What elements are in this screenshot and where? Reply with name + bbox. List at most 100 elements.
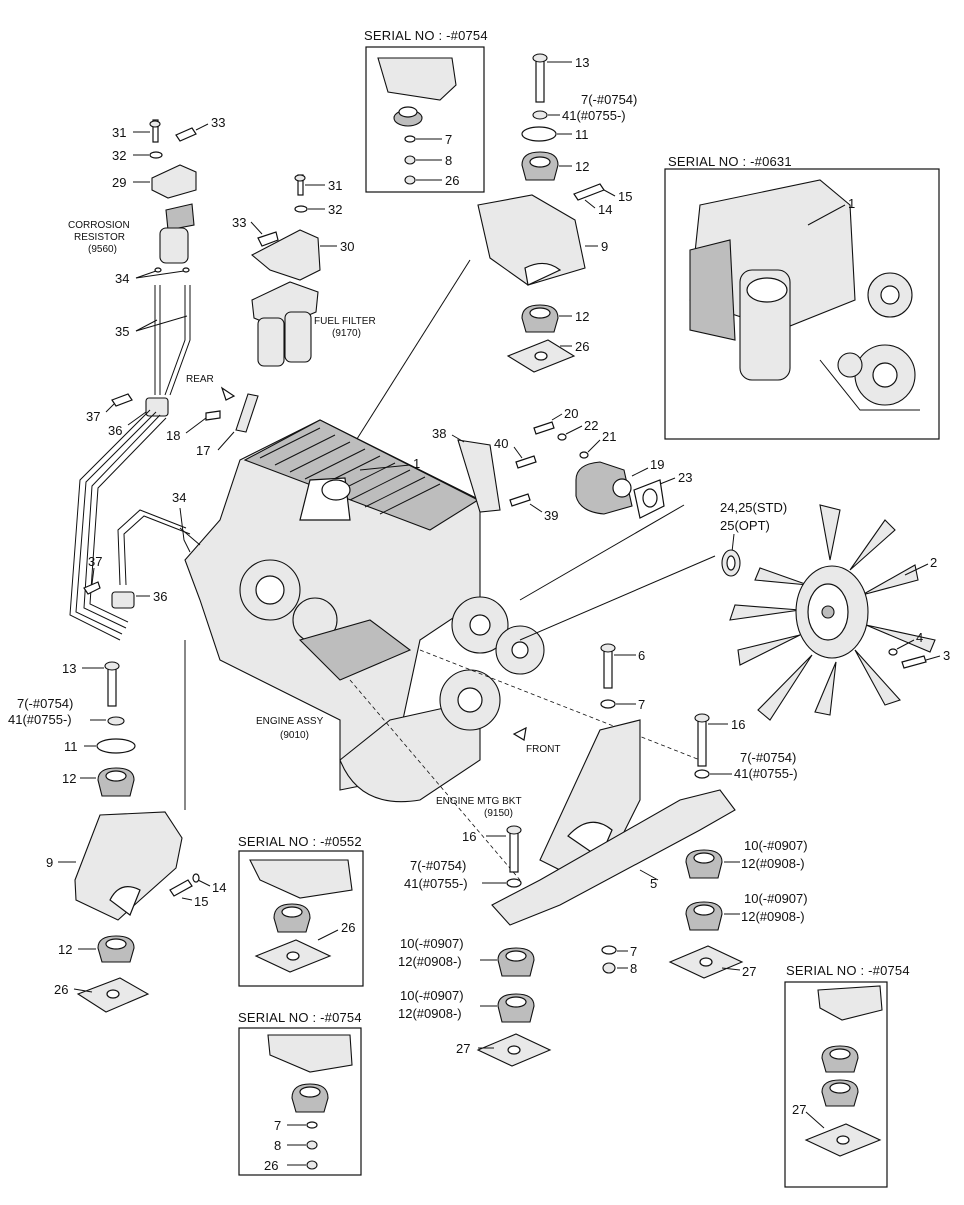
svg-text:27: 27 — [742, 964, 756, 979]
svg-text:31: 31 — [328, 178, 342, 193]
engine-assembly: 1 ENGINE ASSY (9010) 34 37 36 — [83, 419, 545, 810]
mount-bracket-9-left — [74, 811, 183, 921]
front-mount-stack: 13 7(-#0754) 41(#0755-) 11 12 15 14 9 12… — [349, 53, 637, 451]
corrosion-resistor-group: 31 32 33 29 CORROSION RESISTOR (9560) 34… — [68, 115, 225, 641]
svg-text:8: 8 — [445, 153, 452, 168]
svg-text:17: 17 — [196, 443, 210, 458]
svg-text:31: 31 — [112, 125, 126, 140]
svg-text:24,25(STD): 24,25(STD) — [720, 500, 787, 515]
arrow-rear-icon — [220, 386, 236, 401]
svg-text:7(-#0754): 7(-#0754) — [17, 696, 73, 711]
svg-text:9: 9 — [601, 239, 608, 254]
svg-text:40: 40 — [494, 436, 508, 451]
svg-text:23: 23 — [678, 470, 692, 485]
svg-text:25(OPT): 25(OPT) — [720, 518, 770, 533]
svg-text:2: 2 — [930, 555, 937, 570]
front-indicator: FRONT — [349, 649, 701, 881]
svg-text:26: 26 — [264, 1158, 278, 1173]
svg-text:41(#0755-): 41(#0755-) — [562, 108, 626, 123]
svg-text:32: 32 — [112, 148, 126, 163]
rear-indicator: REAR 17 18 — [166, 374, 259, 458]
engine-mtg-bkt-group: ENGINE MTG BKT (9150) 6 7 5 16 7(-#0754)… — [398, 643, 808, 1067]
svg-text:34: 34 — [115, 271, 129, 286]
svg-text:29: 29 — [112, 175, 126, 190]
svg-text:39: 39 — [544, 508, 558, 523]
svg-text:(9150): (9150) — [484, 808, 513, 819]
rear-left-mount-stack: 13 7(-#0754) 41(#0755-) 11 12 9 15 14 12… — [8, 661, 226, 1013]
fan-blades — [729, 504, 936, 721]
arrow-front-icon — [512, 726, 527, 741]
svg-text:15: 15 — [194, 894, 208, 909]
svg-text:41(#0755-): 41(#0755-) — [8, 712, 72, 727]
svg-text:4: 4 — [916, 630, 923, 645]
serial-box-top: SERIAL NO : -#0754 7 8 26 — [364, 28, 488, 193]
svg-text:1: 1 — [848, 196, 855, 211]
svg-text:11: 11 — [64, 739, 78, 754]
svg-text:12: 12 — [575, 309, 589, 324]
svg-text:7: 7 — [445, 132, 452, 147]
svg-text:27: 27 — [456, 1041, 470, 1056]
svg-text:6: 6 — [638, 648, 645, 663]
svg-text:34: 34 — [172, 490, 186, 505]
svg-text:13: 13 — [62, 661, 76, 676]
fan-group: 24,25(STD) 25(OPT) 2 4 3 — [519, 500, 950, 721]
serial-label-top: SERIAL NO : -#0754 — [364, 28, 488, 43]
serial-box-bottom-right: SERIAL NO : -#0754 27 — [784, 963, 910, 1188]
svg-text:ENGINE ASSY: ENGINE ASSY — [256, 716, 324, 727]
svg-text:10(-#0907): 10(-#0907) — [400, 936, 464, 951]
svg-text:16: 16 — [731, 717, 745, 732]
svg-text:12: 12 — [62, 771, 76, 786]
svg-text:12: 12 — [575, 159, 589, 174]
svg-text:12(#0908-): 12(#0908-) — [398, 954, 462, 969]
svg-text:35: 35 — [115, 324, 129, 339]
svg-text:7(-#0754): 7(-#0754) — [740, 750, 796, 765]
svg-text:SERIAL NO : -#0754: SERIAL NO : -#0754 — [786, 963, 910, 978]
svg-text:26: 26 — [445, 173, 459, 188]
svg-text:CORROSION: CORROSION — [68, 220, 130, 231]
svg-text:10(-#0907): 10(-#0907) — [744, 838, 808, 853]
svg-text:36: 36 — [108, 423, 122, 438]
svg-text:ENGINE MTG BKT: ENGINE MTG BKT — [436, 796, 522, 807]
svg-text:8: 8 — [630, 961, 637, 976]
svg-text:SERIAL NO : -#0552: SERIAL NO : -#0552 — [238, 834, 362, 849]
svg-text:26: 26 — [341, 920, 355, 935]
svg-text:26: 26 — [54, 982, 68, 997]
svg-text:10(-#0907): 10(-#0907) — [744, 891, 808, 906]
svg-text:1: 1 — [413, 456, 420, 471]
svg-text:14: 14 — [212, 880, 226, 895]
svg-text:7(-#0754): 7(-#0754) — [581, 92, 637, 107]
serial-box-mid-left: SERIAL NO : -#0552 26 — [238, 834, 364, 987]
svg-text:37: 37 — [88, 554, 102, 569]
svg-text:41(#0755-): 41(#0755-) — [734, 766, 798, 781]
svg-text:26: 26 — [575, 339, 589, 354]
svg-text:12(#0908-): 12(#0908-) — [741, 856, 805, 871]
svg-text:SERIAL NO : -#0631: SERIAL NO : -#0631 — [668, 154, 792, 169]
fuel-filter-group: 31 32 33 30 FUEL FILTER (9170) — [232, 174, 376, 367]
svg-text:30: 30 — [340, 239, 354, 254]
svg-text:5: 5 — [650, 876, 657, 891]
svg-text:(9010): (9010) — [280, 730, 309, 741]
svg-text:19: 19 — [650, 457, 664, 472]
svg-text:RESISTOR: RESISTOR — [74, 232, 125, 243]
svg-text:8: 8 — [274, 1138, 281, 1153]
serial-box-bottom-left: SERIAL NO : -#0754 7 8 26 — [238, 1010, 362, 1176]
svg-text:33: 33 — [232, 215, 246, 230]
svg-text:21: 21 — [602, 429, 616, 444]
svg-text:20: 20 — [564, 406, 578, 421]
svg-text:16: 16 — [462, 829, 476, 844]
svg-text:27: 27 — [792, 1102, 806, 1117]
svg-text:7: 7 — [630, 944, 637, 959]
svg-text:SERIAL NO : -#0754: SERIAL NO : -#0754 — [238, 1010, 362, 1025]
svg-text:12: 12 — [58, 942, 72, 957]
svg-text:15: 15 — [618, 189, 632, 204]
svg-text:37: 37 — [86, 409, 100, 424]
bracket-fragment — [377, 57, 457, 101]
svg-text:13: 13 — [575, 55, 589, 70]
svg-text:38: 38 — [432, 426, 446, 441]
svg-text:12(#0908-): 12(#0908-) — [398, 1006, 462, 1021]
svg-text:7: 7 — [638, 697, 645, 712]
serial-box-engine: SERIAL NO : -#0631 1 — [664, 154, 940, 440]
svg-text:FUEL FILTER: FUEL FILTER — [314, 316, 376, 327]
